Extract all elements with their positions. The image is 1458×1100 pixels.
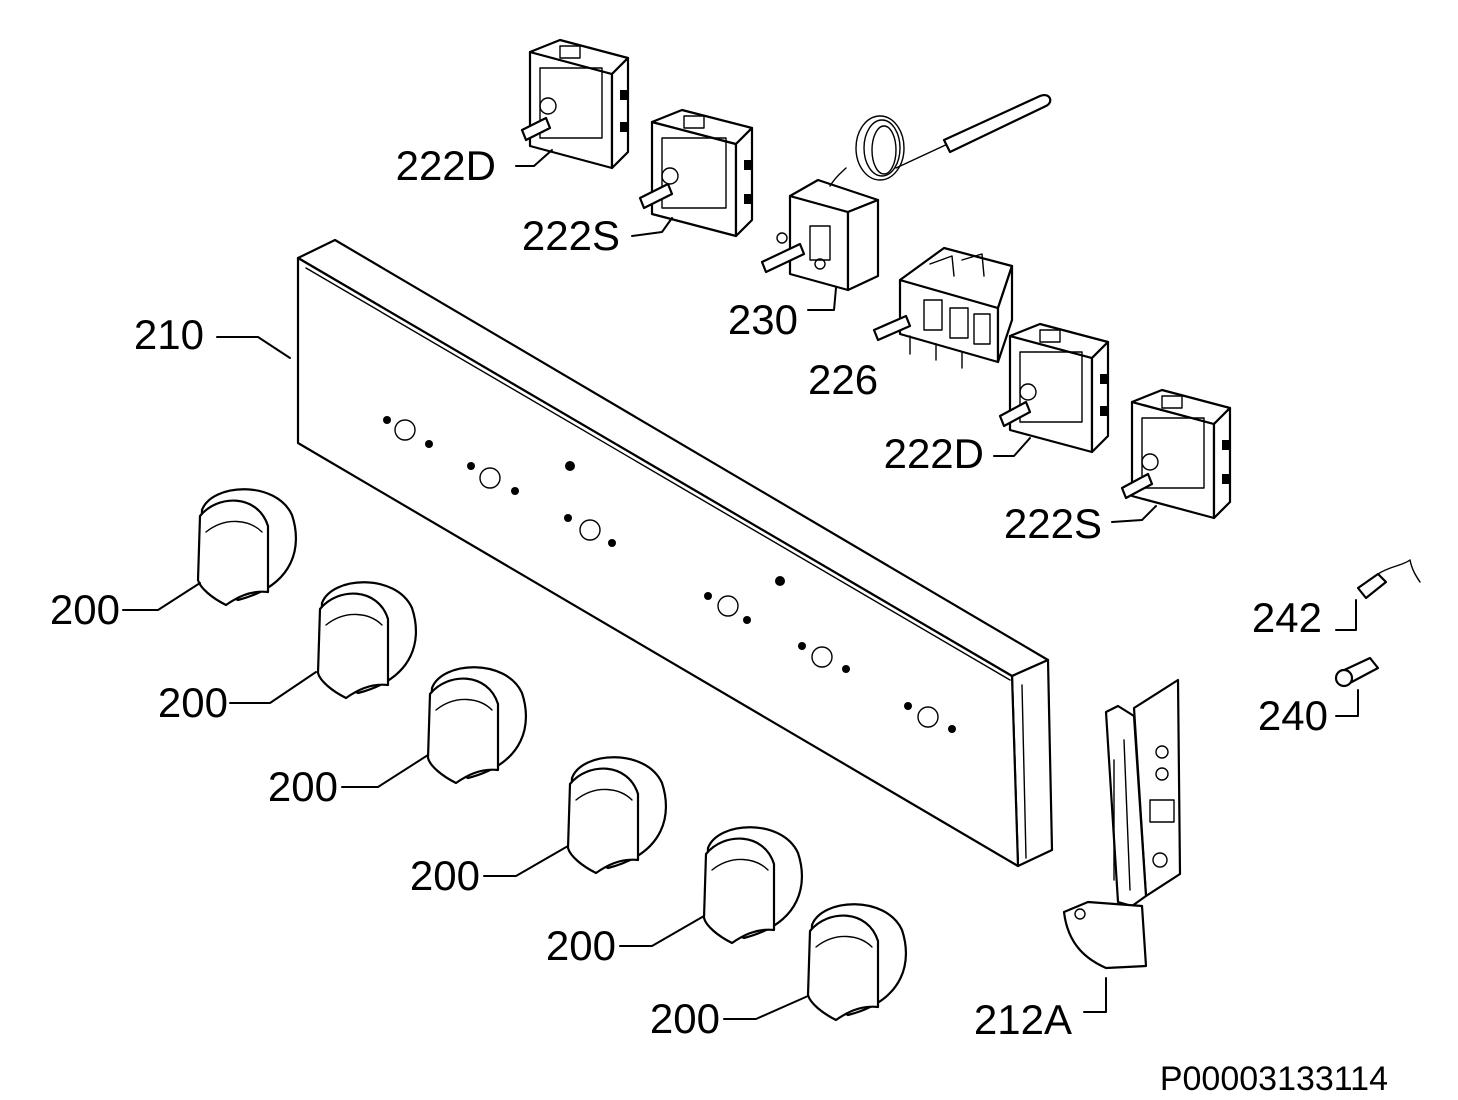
regulator-222S-top xyxy=(638,108,754,238)
label-222S-top: 222S xyxy=(522,212,620,259)
knob-200-6 xyxy=(806,903,908,1022)
label-222D-top: 222D xyxy=(396,142,496,189)
regulator-222D-bottom xyxy=(998,322,1110,454)
knob-200-2 xyxy=(316,581,418,700)
knob-holes xyxy=(383,416,956,733)
knob-200-3 xyxy=(426,666,528,785)
label-200-5: 200 xyxy=(546,922,616,969)
label-212A: 212A xyxy=(974,996,1072,1043)
knob-200-5 xyxy=(702,826,804,945)
regulator-222D-top xyxy=(520,38,630,170)
knob-200-4 xyxy=(566,756,668,875)
label-210: 210 xyxy=(134,311,204,358)
label-222D-bottom: 222D xyxy=(884,430,984,477)
knob-200-1 xyxy=(196,488,298,607)
label-200-6: 200 xyxy=(650,995,720,1042)
thermostat-230 xyxy=(760,94,1052,292)
label-222S-bottom: 222S xyxy=(1004,500,1102,547)
label-200-1: 200 xyxy=(50,586,120,633)
reference-code: P00003133114 xyxy=(1160,1060,1388,1098)
label-200-2: 200 xyxy=(158,679,228,726)
label-240: 240 xyxy=(1258,692,1328,739)
control-panel-210 xyxy=(296,238,1054,868)
bolt-240 xyxy=(1334,656,1380,688)
label-200-3: 200 xyxy=(268,763,338,810)
label-200-4: 200 xyxy=(410,852,480,899)
regulator-222S-bottom xyxy=(1120,388,1232,520)
label-242: 242 xyxy=(1252,594,1322,641)
selector-switch-226 xyxy=(872,246,1014,369)
screw-242 xyxy=(1356,559,1421,600)
label-226: 226 xyxy=(808,356,878,403)
label-230: 230 xyxy=(728,296,798,343)
bracket-212A xyxy=(1062,678,1182,970)
